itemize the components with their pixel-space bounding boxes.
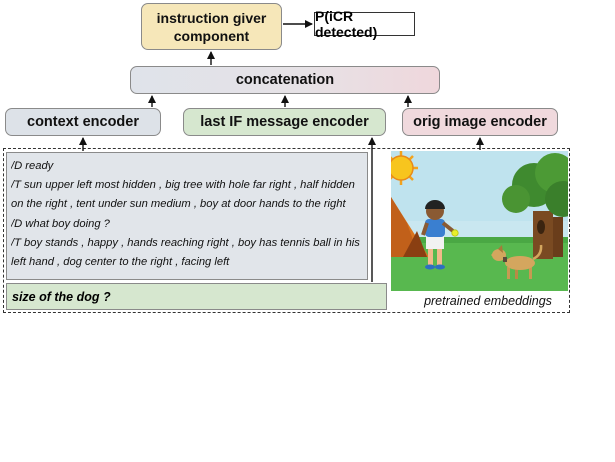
probability-output-box: P(iCR detected) — [314, 8, 415, 40]
boy-icon — [421, 200, 459, 270]
tent-icon — [391, 197, 429, 257]
concatenation-label: concatenation — [235, 72, 335, 88]
context-encoder-label: context encoder — [27, 114, 139, 130]
orig-image-encoder-label: orig image encoder — [413, 114, 547, 130]
last-if-encoder-box: last IF message encoder — [183, 108, 386, 136]
dialogue-history-box: /D ready /T sun upper left most hidden ,… — [6, 152, 368, 280]
sun-icon — [391, 151, 418, 185]
concatenation-box: concatenation — [130, 66, 440, 94]
dialogue-line: left hand , dog center to the right , fa… — [11, 256, 230, 269]
pretrained-embeddings-label: pretrained embeddings — [424, 294, 552, 308]
dialogue-line: /D ready — [11, 160, 54, 172]
dialogue-line: on the right , tent under sun medium , b… — [11, 198, 346, 211]
last-message-box: size of the dog ? — [6, 283, 387, 310]
orig-image-encoder-box: orig image encoder — [402, 108, 558, 136]
last-message-text: size of the dog ? — [12, 289, 111, 304]
dog-icon — [491, 244, 543, 279]
dialogue-line: /T sun upper left most hidden , big tree… — [11, 179, 355, 192]
last-if-encoder-label: last IF message encoder — [200, 114, 369, 130]
context-encoder-box: context encoder — [5, 108, 161, 136]
scene-image — [391, 151, 568, 291]
input-region-dashed-border — [3, 148, 570, 313]
instruction-giver-box: instruction giver component — [141, 3, 282, 50]
probability-label: P(iCR detected) — [315, 8, 378, 40]
tree-icon — [502, 153, 568, 259]
instruction-giver-label: instruction giver component — [156, 9, 267, 44]
dialogue-line: /D what boy doing ? — [11, 217, 110, 230]
dialogue-line: /T boy stands , happy , hands reaching r… — [11, 236, 360, 249]
